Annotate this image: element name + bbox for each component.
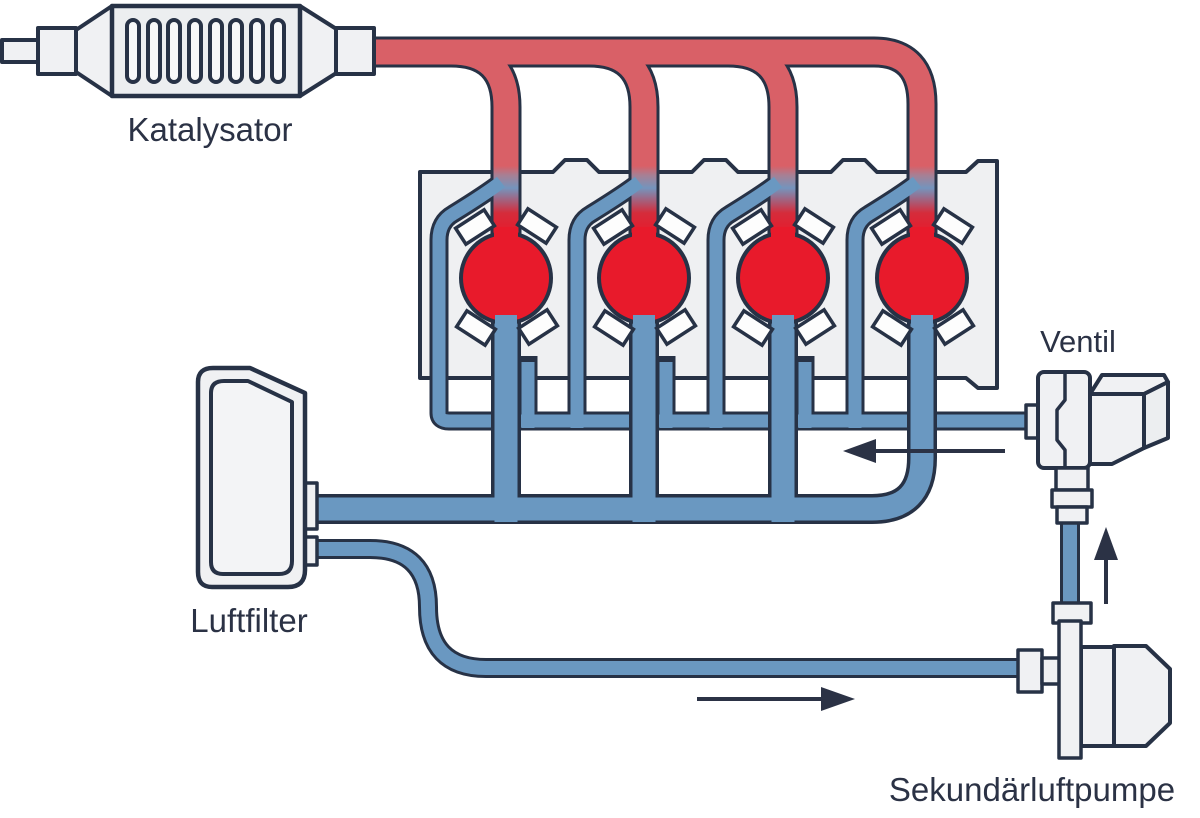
valve-label: Ventil [1040,324,1116,359]
air-exhaust-merge-zones [493,166,935,235]
catalyst-substrate-slots [125,18,286,84]
secondary-air-pump [1016,601,1172,760]
cylinder-2 [597,227,691,327]
valve-rockers [453,206,976,348]
cylinder-1 [459,227,553,327]
air-filter-label: Luftfilter [190,602,307,639]
intake-manifold [316,318,934,521]
pump-to-valve-arrow-up [1094,527,1118,604]
secondary-air-pump-label: Sekundärluftpumpe [889,771,1175,808]
catalyst-label: Katalysator [127,111,292,148]
air-filter [195,365,319,590]
cylinder-4 [875,227,969,327]
valve-solenoid-side [1142,380,1170,450]
air-channels [432,176,1032,428]
cylinder-3 [736,227,830,327]
catalytic-converter [0,3,376,99]
valve-solenoid-front [1088,392,1146,466]
cylinders [459,227,969,327]
pump-inlet-arrow-right [697,687,855,711]
flow-arrows [697,439,1118,711]
pump-motor [1112,644,1172,748]
valve-flow-arrow-left [843,439,1005,463]
exhaust-manifold [370,39,935,240]
intake-downpipes [316,318,934,522]
filter-to-pump-pipe [310,539,1022,678]
valve-distribution-line [432,176,1032,428]
secondary-air-valve [1024,370,1170,525]
labels: Katalysator Ventil Luftfilter Sekundärlu… [127,111,1175,808]
